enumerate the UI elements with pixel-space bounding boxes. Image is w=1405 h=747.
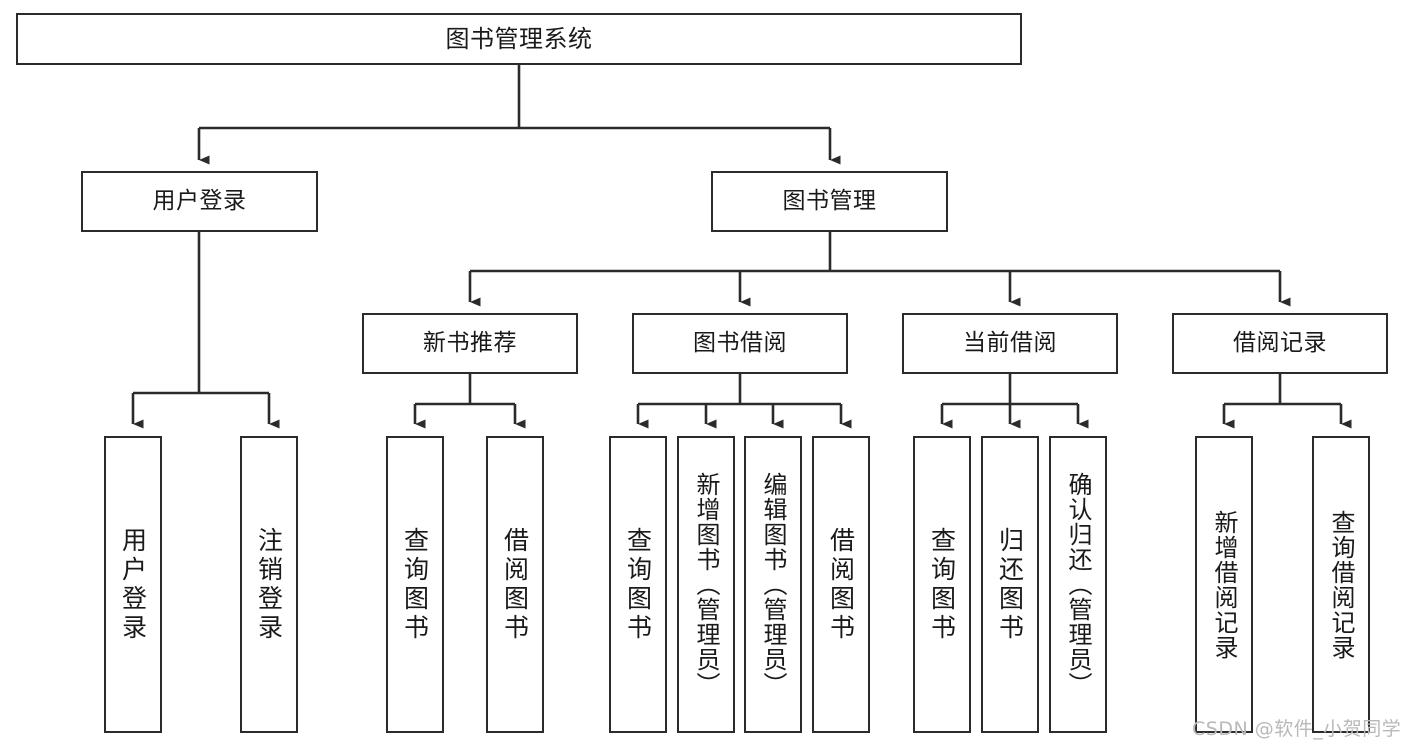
- node-leaf-query-book-borrow[interactable]: 查询图书: [609, 436, 667, 733]
- node-user-login[interactable]: 用户登录: [81, 171, 318, 232]
- node-label: 借阅图书: [826, 526, 856, 643]
- node-leaf-borrow-book-recommend[interactable]: 借阅图书: [486, 436, 544, 733]
- node-leaf-edit-book-admin[interactable]: 编辑图书（管理员）: [744, 436, 802, 733]
- node-label: 借阅记录: [1233, 329, 1327, 356]
- node-label: 借阅图书: [500, 526, 530, 643]
- node-label: 用户登录: [152, 187, 247, 214]
- node-label: 查询借阅记录: [1327, 509, 1355, 660]
- csdn-watermark: CSDN @软件_小贺同学: [1192, 718, 1402, 740]
- node-current-borrow[interactable]: 当前借阅: [902, 313, 1118, 374]
- node-label: 新增借阅记录: [1210, 509, 1238, 660]
- node-label: 图书管理系统: [445, 24, 593, 53]
- node-leaf-query-book-recommend[interactable]: 查询图书: [386, 436, 444, 733]
- node-label: 新书推荐: [423, 329, 517, 356]
- node-root-book-management-system[interactable]: 图书管理系统: [16, 13, 1022, 65]
- node-borrow-record[interactable]: 借阅记录: [1172, 313, 1388, 374]
- node-label: 用户登录: [118, 526, 148, 643]
- node-label: 查询图书: [400, 526, 430, 643]
- node-book-management[interactable]: 图书管理: [711, 171, 948, 232]
- node-label: 注销登录: [254, 526, 284, 643]
- node-label: 查询图书: [927, 526, 957, 643]
- node-label: 确认归还（管理员）: [1064, 472, 1092, 697]
- node-leaf-return-book[interactable]: 归还图书: [981, 436, 1039, 733]
- node-leaf-borrow-book[interactable]: 借阅图书: [812, 436, 870, 733]
- node-leaf-query-borrow-record[interactable]: 查询借阅记录: [1312, 436, 1370, 733]
- node-label: 查询图书: [623, 526, 653, 643]
- node-leaf-logout-login[interactable]: 注销登录: [240, 436, 298, 733]
- node-leaf-query-book-current[interactable]: 查询图书: [913, 436, 971, 733]
- node-label: 归还图书: [995, 526, 1025, 643]
- node-leaf-confirm-return-admin[interactable]: 确认归还（管理员）: [1049, 436, 1107, 733]
- node-label: 当前借阅: [963, 329, 1057, 356]
- node-leaf-user-login[interactable]: 用户登录: [104, 436, 162, 733]
- node-leaf-add-borrow-record[interactable]: 新增借阅记录: [1195, 436, 1253, 733]
- node-new-book-recommend[interactable]: 新书推荐: [362, 313, 578, 374]
- node-label: 图书管理: [782, 187, 877, 214]
- node-leaf-add-book-admin[interactable]: 新增图书（管理员）: [677, 436, 735, 733]
- node-book-borrow[interactable]: 图书借阅: [632, 313, 848, 374]
- node-label: 图书借阅: [693, 329, 787, 356]
- node-label: 新增图书（管理员）: [692, 472, 720, 697]
- node-label: 编辑图书（管理员）: [759, 472, 787, 697]
